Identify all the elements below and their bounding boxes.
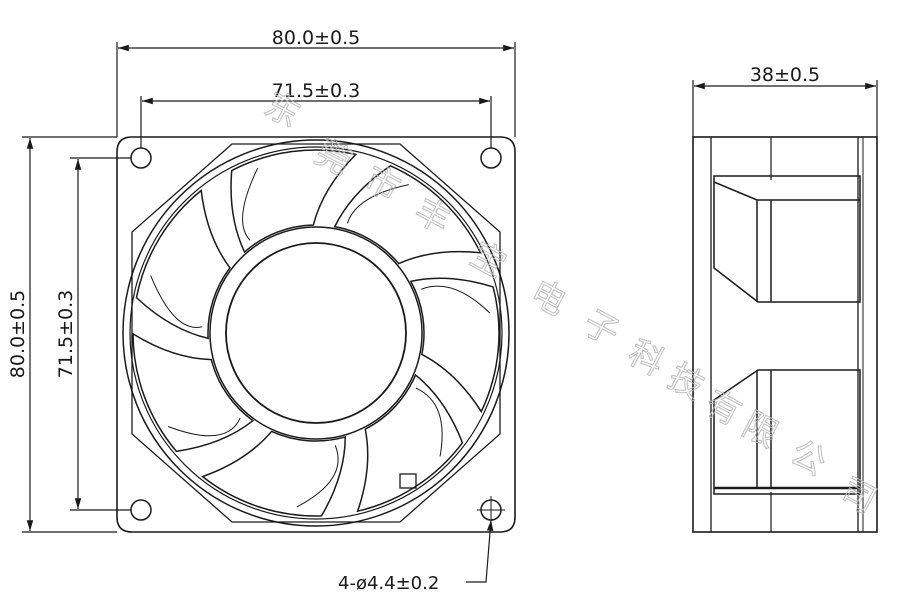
hub-outer [209, 226, 423, 440]
watermark-character: 司 [834, 471, 883, 522]
label-tag [399, 473, 417, 489]
side-lower-motor-bracket [713, 369, 861, 495]
hub-inner [225, 242, 407, 424]
fan-blade [201, 430, 347, 517]
hole-spacing-width-label: 71.5±0.3 [272, 80, 360, 102]
depth-label: 38±0.5 [750, 64, 820, 86]
front-dimensions [22, 42, 516, 583]
fan-blade [132, 332, 255, 453]
fan-blade-edge [296, 445, 339, 508]
mounting-hole-top-left [130, 147, 152, 169]
venturi-outer-ring [122, 139, 510, 527]
fan-frame-inner-octagon [131, 143, 501, 523]
fan-frame-outline [116, 136, 516, 533]
fan-blade [230, 149, 358, 254]
fan-blades [132, 149, 500, 517]
fan-blade [333, 164, 482, 265]
side-upper-motor-bracket [713, 175, 861, 303]
watermark-character: 丰 [408, 191, 457, 242]
watermark-character: 子 [577, 303, 626, 354]
fan-blade [356, 373, 464, 513]
watermark-character: 公 [784, 433, 833, 484]
overall-height-label: 80.0±0.5 [7, 290, 29, 378]
watermark-character: 有 [699, 383, 748, 434]
watermark-character: 限 [736, 405, 785, 456]
mounting-hole-bottom-left [130, 499, 152, 521]
fan-blade [409, 277, 500, 414]
mounting-hole-top-right [480, 147, 502, 169]
side-dimensions [692, 80, 878, 137]
watermark-character: 技 [662, 357, 711, 408]
fan-blade-edge [242, 167, 259, 241]
hole-spacing-height-label: 71.5±0.3 [55, 290, 77, 378]
fan-blade-edge [421, 285, 491, 314]
fan-blade-edge [415, 387, 443, 457]
side-body-outline [692, 136, 878, 533]
watermark-character: 科 [622, 333, 671, 384]
fan-blade-edge [346, 184, 409, 224]
overall-width-label: 80.0±0.5 [272, 27, 360, 49]
fan-blade [135, 189, 231, 340]
watermark-character: 电 [524, 273, 573, 324]
side-view [692, 136, 878, 533]
mounting-holes-label: 4-ø4.4±0.2 [338, 573, 439, 594]
front-view [116, 136, 516, 533]
hole-callout-leader [466, 519, 494, 583]
fan-blade-edge [167, 417, 241, 437]
watermark-character: 宝 [464, 235, 513, 286]
fan-blade-edge [150, 275, 203, 328]
venturi-inner-ring [129, 146, 503, 520]
